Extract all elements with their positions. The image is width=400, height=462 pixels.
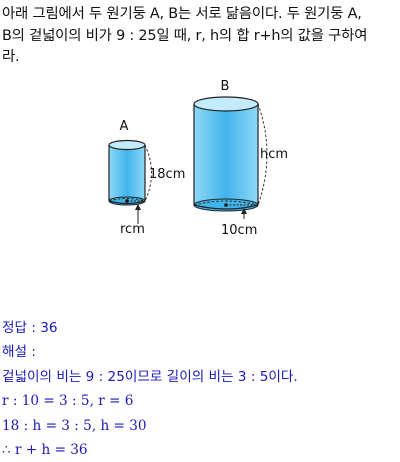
explanation-heading: 해설 : — [2, 344, 36, 361]
cylinder-a-radius-label: rcm — [120, 222, 145, 237]
cylinder-a — [108, 139, 152, 224]
cylinders-figure: A B 18cm rcm hcm 10cm — [108, 79, 288, 238]
problem-text: 아래 그림에서 두 원기둥 A, B는 서로 닮음이다. 두 원기둥 A, B의… — [2, 4, 398, 69]
cylinder-b-radius-label: 10cm — [221, 223, 257, 238]
explanation-line-3: 18 : h = 3 : 5, h = 30 — [2, 417, 147, 434]
cylinder-a-height-label: 18cm — [149, 167, 185, 182]
problem-line-3: 라. — [2, 49, 20, 65]
explanation-line-1: 겉넓이의 비는 9 : 25이므로 길이의 비는 3 : 5이다. — [2, 368, 298, 385]
cylinder-b-label: B — [221, 79, 230, 94]
answer-section: 정답 : 36 해설 : 겉넓이의 비는 9 : 25이므로 길이의 비는 3 … — [2, 316, 298, 462]
cylinder-a-label: A — [120, 119, 129, 134]
problem-line-2: B의 겉넓이의 비가 9 : 25일 때, r, h의 합 r+h의 값을 구하… — [2, 27, 368, 44]
cylinder-b-height-label: hcm — [260, 147, 288, 162]
problem-line-1: 아래 그림에서 두 원기둥 A, B는 서로 닮음이다. 두 원기둥 A, — [2, 6, 362, 22]
cylinder-b — [193, 96, 268, 219]
explanation-line-2: r : 10 = 3 : 5, r = 6 — [2, 393, 134, 410]
explanation-line-4: ∴ r + h = 36 — [2, 442, 88, 459]
answer-line: 정답 : 36 — [2, 320, 58, 336]
